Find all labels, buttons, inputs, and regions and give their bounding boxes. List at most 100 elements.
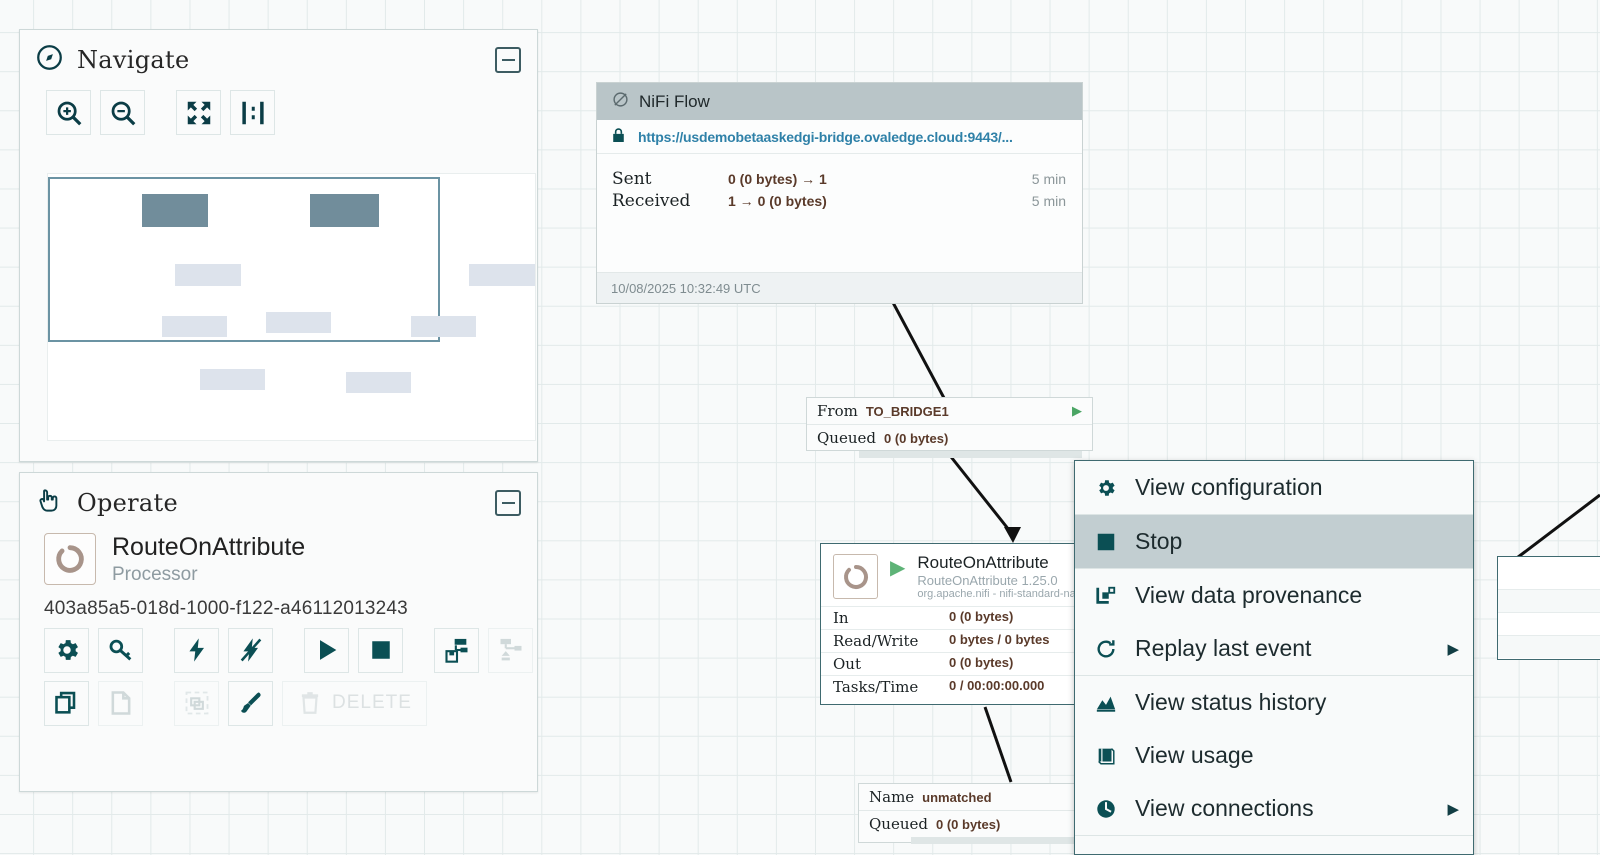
minimap-component [175,264,241,286]
minimap-component [142,194,208,227]
paste-button[interactable] [98,680,143,726]
replay-icon [1093,638,1119,660]
connections-icon [1093,798,1119,820]
minimap-component [346,372,411,393]
processor-header: ▶ RouteOnAttribute RouteOnAttribute 1.25… [821,544,1119,606]
menu-item-label: View status history [1135,689,1327,715]
delete-button-label: DELETE [332,692,412,714]
stat-value: 0 (0 bytes) [949,608,1014,624]
disable-button[interactable] [228,627,273,673]
processor-node-routeonattribute[interactable]: ▶ RouteOnAttribute RouteOnAttribute 1.25… [820,543,1120,705]
stat-value: 0 bytes / 0 bytes [949,631,1050,647]
flow-status-url: https://usdemobetaaskedgi-bridge.ovaledg… [638,128,1013,145]
processor-bundle: org.apache.nifi - nifi-standard-nar [917,587,1080,600]
menu-item-label: Replay last event [1135,635,1312,661]
processor-stat-row: Read/Write 0 bytes / 0 bytes [821,628,1119,652]
menu-item-view-status-history[interactable]: View status history [1075,676,1473,729]
menu-item-label: Stop [1135,528,1183,554]
stop-button[interactable] [358,627,403,673]
flow-status-header: NiFi Flow [597,83,1082,120]
provenance-icon [1093,585,1119,607]
flow-status-title: NiFi Flow [639,91,710,111]
minimap-component [411,316,476,337]
operate-component-type: Processor [112,563,198,585]
stop-icon [1093,531,1119,553]
row-label: Received [612,191,691,211]
connection-row: From TO_BRIDGE1 ▶ [807,398,1092,424]
row-value: 1 → 0 (0 bytes) [728,193,827,209]
row-value: 0 (0 bytes) [883,430,949,446]
processor-stat-row: Out 0 (0 bytes) [821,651,1119,675]
menu-separator [1075,835,1473,836]
zoom-out-icon[interactable] [100,90,145,135]
operate-component-id: 403a85a5-018d-1000-f122-a46112013243 [44,597,408,619]
stat-value: 0 (0 bytes) [949,654,1014,670]
menu-item-view-usage[interactable]: View usage [1075,729,1473,782]
operate-collapse-button[interactable] [495,490,521,516]
zoom-in-icon[interactable] [46,90,91,135]
row-label: From [817,402,858,420]
remote-process-group-icon [612,91,629,113]
flow-status-row: Sent 0 (0 bytes) → 1 5 min [597,168,1082,190]
flow-status-row: Received 1 → 0 (0 bytes) 5 min [597,190,1082,212]
operate-title: Operate [77,489,178,517]
connection-row: Name unmatched [859,784,1144,810]
navigate-zoom-controls [20,90,537,135]
operate-actions-row-1 [44,627,537,673]
navigate-panel: Navigate [19,29,538,462]
menu-separator [1075,568,1473,569]
processor-node-partial-right[interactable] [1497,556,1600,660]
stat-label: Out [833,654,861,673]
navigate-collapse-button[interactable] [495,47,521,73]
menu-item-view-connections[interactable]: View connections ▶ [1075,782,1473,835]
minimap-component [266,312,331,333]
processor-stat-row: In 0 (0 bytes) [821,605,1119,629]
compass-icon [36,44,63,76]
enable-button[interactable] [174,627,219,673]
menu-item-replay-last-event[interactable]: Replay last event ▶ [1075,622,1473,675]
play-icon: ▶ [1072,403,1082,418]
connection-to-bridge1[interactable]: From TO_BRIDGE1 ▶ Queued 0 (0 bytes) [806,397,1093,458]
row-label: Queued [869,815,928,833]
configure-button[interactable] [44,627,89,673]
menu-item-label: View usage [1135,742,1254,768]
remote-process-group-status-box[interactable]: NiFi Flow https://usdemobetaaskedgi-brid… [596,82,1083,304]
upload-template-button[interactable] [488,627,533,673]
menu-item-label: View configuration [1135,474,1323,500]
create-template-button[interactable] [434,627,479,673]
menu-separator [1075,675,1473,676]
processor-version: RouteOnAttribute 1.25.0 [917,572,1058,588]
flow-status-timestamp: 10/08/2025 10:32:49 UTC [597,272,1082,303]
group-button[interactable] [174,680,219,726]
flow-status-rows: Sent 0 (0 bytes) → 1 5 min Received 1 → … [597,154,1082,212]
operate-component-name: RouteOnAttribute [112,533,306,561]
run-status-play-icon: ▶ [890,557,906,579]
processor-context-menu[interactable]: View configuration Stop View data proven… [1074,460,1474,855]
stat-value: 0 / 00:00:00.000 [949,677,1045,693]
menu-item-stop[interactable]: Stop [1075,515,1473,568]
row-value: TO_BRIDGE1 [865,403,949,419]
menu-item-view-data-provenance[interactable]: View data provenance [1075,569,1473,622]
navigate-minimap[interactable] [47,173,536,441]
navigate-header: Navigate [20,30,537,86]
menu-item-view-configuration[interactable]: View configuration [1075,461,1473,514]
delete-button[interactable]: DELETE [282,680,427,726]
minimap-component [200,369,265,390]
row-label: Sent [612,169,652,189]
zoom-fit-icon[interactable] [176,90,221,135]
minimap-viewport[interactable] [48,177,440,342]
zoom-actual-icon[interactable] [230,90,275,135]
change-color-button[interactable] [228,680,273,726]
minimap-component [310,194,379,227]
menu-separator [1075,514,1473,515]
access-policies-button[interactable] [98,627,143,673]
row-value: unmatched [922,789,992,805]
start-button[interactable] [304,627,349,673]
row-label: Name [869,788,915,806]
gear-icon [1093,477,1119,499]
navigate-title: Navigate [77,46,190,74]
processor-stat-row: Tasks/Time 0 / 00:00:00.000 [821,674,1119,698]
operate-header: Operate [20,473,537,529]
stat-label: Read/Write [833,631,919,650]
copy-button[interactable] [44,680,89,726]
